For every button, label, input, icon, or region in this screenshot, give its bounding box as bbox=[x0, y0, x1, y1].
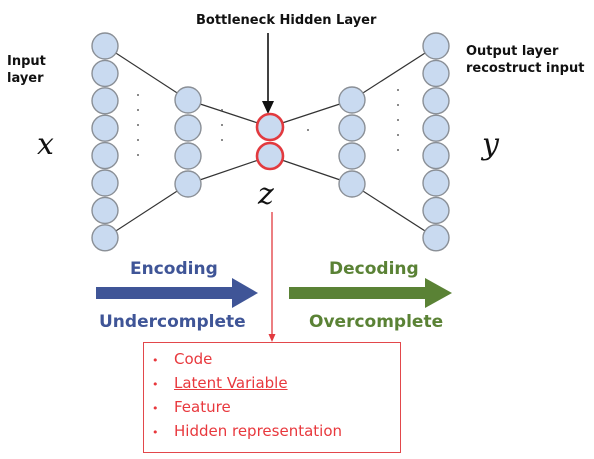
decoding-arrow-shaft bbox=[289, 287, 427, 299]
output-layer-node bbox=[422, 59, 450, 88]
bullet-glyph: • bbox=[152, 378, 159, 391]
bottleneck-pointer-arrowhead bbox=[262, 101, 274, 114]
input-layer-node bbox=[91, 114, 119, 142]
input-variable-x: x bbox=[37, 127, 54, 162]
decoder-hidden-node bbox=[338, 142, 366, 170]
code-list-item: • Latent Variable bbox=[152, 372, 400, 396]
code-list-item: • Hidden representation bbox=[152, 420, 400, 444]
overcomplete-label: Overcomplete bbox=[309, 312, 444, 332]
connector-line bbox=[104, 183, 189, 239]
output-layer-node bbox=[422, 196, 450, 225]
decoding-arrow-head bbox=[425, 278, 452, 308]
input-layer-node bbox=[91, 141, 119, 170]
decoder-hidden-node bbox=[338, 170, 366, 198]
input-layer-label-line1: Input bbox=[7, 54, 46, 69]
ellipsis-dots bbox=[137, 89, 399, 156]
decoder-hidden-node bbox=[338, 114, 366, 142]
latent-code-list: • Code • Latent Variable • Feature • Hidden … bbox=[144, 343, 400, 444]
input-layer-node bbox=[91, 169, 119, 197]
encoder-hidden-node bbox=[174, 142, 202, 170]
input-layer-node bbox=[91, 32, 119, 60]
connector-line bbox=[187, 99, 271, 128]
output-layer-node bbox=[422, 169, 450, 197]
z-to-code-arrowhead bbox=[268, 334, 276, 342]
code-list-item-text: Hidden representation bbox=[174, 422, 343, 440]
decoder-hidden-node bbox=[338, 86, 366, 114]
bottleneck-node bbox=[255, 141, 285, 171]
connector-line bbox=[351, 183, 437, 239]
input-layer-label: Input layer bbox=[7, 53, 46, 87]
bullet-glyph: • bbox=[152, 402, 159, 415]
output-variable-y: y bbox=[482, 127, 499, 162]
input-layer-node bbox=[91, 59, 119, 88]
input-layer-node bbox=[91, 196, 119, 225]
encoding-arrow-shaft bbox=[96, 287, 234, 299]
output-layer-label-line2: recostruct input bbox=[466, 61, 585, 76]
output-layer-label: Output layer recostruct input bbox=[466, 43, 584, 77]
input-layer-node bbox=[91, 87, 119, 115]
encoder-hidden-node bbox=[174, 170, 202, 198]
latent-variable-z: z bbox=[258, 177, 274, 212]
output-layer-node bbox=[422, 87, 450, 115]
connector-line bbox=[269, 99, 353, 128]
encoding-label: Encoding bbox=[130, 259, 218, 279]
encoder-hidden-node bbox=[174, 114, 202, 142]
code-list-item-text: Feature bbox=[174, 398, 231, 416]
bottleneck-node bbox=[255, 112, 285, 142]
latent-code-box: • Code • Latent Variable • Feature • Hidden … bbox=[143, 342, 401, 453]
connector-line bbox=[187, 155, 271, 185]
code-list-item-text: Latent Variable bbox=[174, 374, 288, 392]
output-layer-node bbox=[422, 114, 450, 142]
connector-line bbox=[269, 155, 353, 185]
bullet-glyph: • bbox=[152, 426, 159, 439]
bottleneck-label: Bottleneck Hidden Layer bbox=[196, 13, 377, 28]
input-layer-node bbox=[91, 224, 119, 252]
output-layer-node bbox=[422, 141, 450, 170]
encoder-hidden-node bbox=[174, 86, 202, 114]
connector-line bbox=[104, 45, 189, 101]
input-layer-label-line2: layer bbox=[7, 71, 44, 86]
output-layer-node bbox=[422, 224, 450, 252]
connector-line bbox=[351, 45, 437, 101]
output-layer-node bbox=[422, 32, 450, 60]
code-list-item: • Feature bbox=[152, 396, 400, 420]
output-layer-label-line1: Output layer bbox=[466, 44, 559, 59]
code-list-item: • Code bbox=[152, 348, 400, 372]
code-list-item-text: Code bbox=[174, 350, 213, 368]
encoding-arrow-head bbox=[232, 278, 258, 308]
decoding-label: Decoding bbox=[329, 259, 419, 279]
bullet-glyph: • bbox=[152, 354, 159, 367]
undercomplete-label: Undercomplete bbox=[99, 312, 246, 332]
